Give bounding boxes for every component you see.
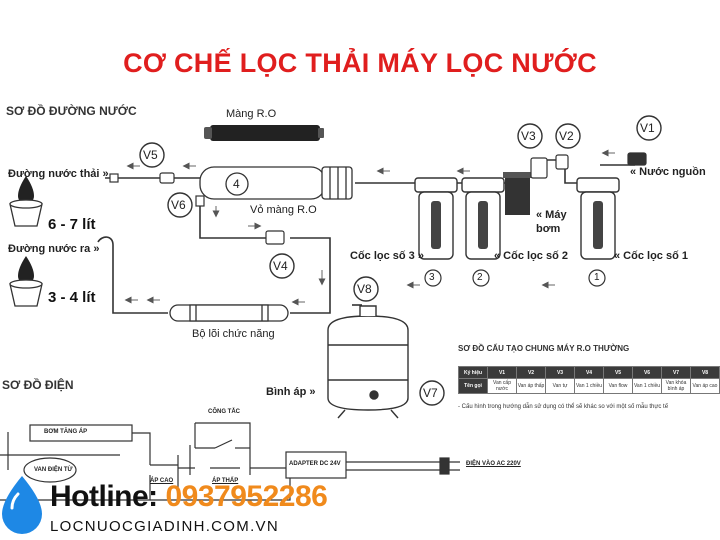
spec-cell: Van áp thấp (516, 378, 546, 394)
hotline-number[interactable]: 0937952286 (165, 480, 328, 513)
pump-label: « Máy bơm (536, 209, 567, 235)
spec-header-cell: V7 (661, 366, 691, 379)
functional-core-label: Bộ lõi chức năng (192, 328, 275, 340)
membrane-housing-label: Vỏ màng R.O (250, 204, 317, 216)
adapter-label: ADAPTER DC 24V (289, 461, 341, 467)
spec-cell: Van áp cao (690, 378, 720, 394)
spec-table: Ký hiệu V1 V2 V3 V4 V5 V6 V7 V8 Tên gọi … (458, 366, 720, 394)
v4-to-tank-pipe (290, 237, 331, 300)
page-title: CƠ CHẾ LỌC THẢI MÁY LỌC NƯỚC (123, 48, 597, 78)
tank-label: Bình áp » (266, 386, 316, 398)
spec-header-cell: V3 (545, 366, 575, 379)
spec-cell: Van 1 chiều (632, 378, 662, 394)
solenoid-label: VAN ĐIỆN TỪ (34, 467, 73, 473)
membrane-label: Màng R.O (226, 108, 277, 120)
valve-label-v3: V3 (521, 129, 536, 143)
v5-valve-shape (109, 172, 175, 184)
spec-header-cell: V1 (487, 366, 517, 379)
electric-heading-mask (0, 372, 2, 374)
website-link[interactable]: LOCNUOCGIADINH.COM.VN (50, 518, 279, 535)
valve-label-v7: V7 (423, 386, 438, 400)
valve-label-v5: V5 (143, 148, 158, 162)
spec-header-cell: V8 (690, 366, 720, 379)
cup2-label: « Cốc lọc số 2 (494, 250, 568, 262)
valve-label-v8: V8 (357, 282, 372, 296)
flow-arrows (124, 149, 615, 306)
water-section-heading: SƠ ĐỒ ĐƯỜNG NƯỚC (6, 104, 137, 118)
valve-label-v4: V4 (273, 259, 288, 273)
spec-header-cell: V6 (632, 366, 662, 379)
membrane-housing (199, 166, 353, 200)
spec-cell: Van tự (545, 378, 575, 394)
hotline[interactable]: Hotline: 0937952286 (50, 480, 328, 514)
spec-table-row: Tên gọi Van cấp nước Van áp thấp Van tự … (458, 378, 720, 394)
outlet-volume: 3 - 4 lít (48, 289, 96, 306)
v6-down-pipe (199, 198, 270, 239)
spec-cell: Van 1 chiều (574, 378, 604, 394)
spec-cell: Van khóa bình áp (661, 378, 691, 394)
cup3-number: 3 (429, 272, 435, 283)
waste-cup-icon (9, 176, 43, 227)
electric-section-heading: SƠ ĐỒ ĐIỆN (2, 378, 74, 392)
valve-shapes-top (530, 152, 647, 179)
v4-valve-shape (265, 230, 285, 245)
membrane-number: 4 (233, 177, 240, 191)
spec-cell: Van flow (603, 378, 633, 394)
electrical-schematic (0, 422, 460, 501)
booster-pump (503, 172, 532, 215)
v2-valve-shape (555, 154, 569, 170)
v1-valve-shape (627, 152, 647, 166)
outlet-hook (97, 236, 114, 246)
v6-valve-shape (195, 195, 205, 207)
v3-valve-shape (530, 157, 548, 179)
power-label: ĐIỆN VÀO AC 220V (466, 461, 521, 467)
cup2-number: 2 (477, 272, 483, 283)
source-label: « Nước nguồn (630, 166, 706, 178)
droplet-logo-icon (2, 476, 42, 534)
high-pressure-label: ÁP CAO (150, 478, 174, 484)
cup1-number: 1 (594, 272, 600, 283)
filter-cups (414, 177, 620, 260)
pressure-tank (327, 305, 409, 419)
cup3-label: Cốc lọc số 3 » (350, 250, 424, 262)
membrane-number-circle (225, 172, 249, 196)
waste-volume: 6 - 7 lít (48, 216, 96, 233)
spec-header-cell: V2 (516, 366, 546, 379)
spec-table-heading: SƠ ĐỒ CẤU TẠO CHUNG MÁY R.O THƯỜNG (458, 344, 630, 353)
pump-box-label: BƠM TĂNG ÁP (44, 429, 88, 435)
valve-label-v2: V2 (559, 129, 574, 143)
valve-label-v6: V6 (171, 198, 186, 212)
functional-core (169, 304, 289, 322)
spec-table-header-row: Ký hiệu V1 V2 V3 V4 V5 V6 V7 V8 (458, 366, 720, 379)
spec-header-cell: Ký hiệu (458, 366, 488, 379)
spec-cell: Van cấp nước (487, 378, 517, 394)
filter-cup-1 (576, 177, 620, 260)
spec-cell: Tên gọi (458, 378, 488, 394)
switch-label: CÔNG TẮC (208, 409, 240, 415)
ro-membrane (204, 125, 324, 141)
spec-table-note: - Cấu hình trong hướng dẫn sử dụng có th… (458, 404, 669, 410)
outlet-line-label: Đường nước ra » (8, 243, 100, 255)
valve-circles (139, 115, 662, 406)
low-pressure-label: ÁP THẤP (212, 478, 239, 484)
filter-cup-3 (414, 177, 458, 260)
cup1-label: « Cốc lọc số 1 (614, 250, 688, 262)
spec-header-cell: V4 (574, 366, 604, 379)
tank-to-core-pipe (290, 300, 331, 314)
cup-number-circles (424, 269, 606, 287)
waste-line-label: Đường nước thải » (8, 168, 109, 180)
valve-label-v1: V1 (640, 121, 655, 135)
hotline-label: Hotline: (50, 480, 166, 513)
filter-cup-2 (461, 177, 505, 260)
core-to-outlet-pipe (112, 245, 168, 314)
outlet-cup-icon (9, 256, 43, 307)
spec-header-cell: V5 (603, 366, 633, 379)
